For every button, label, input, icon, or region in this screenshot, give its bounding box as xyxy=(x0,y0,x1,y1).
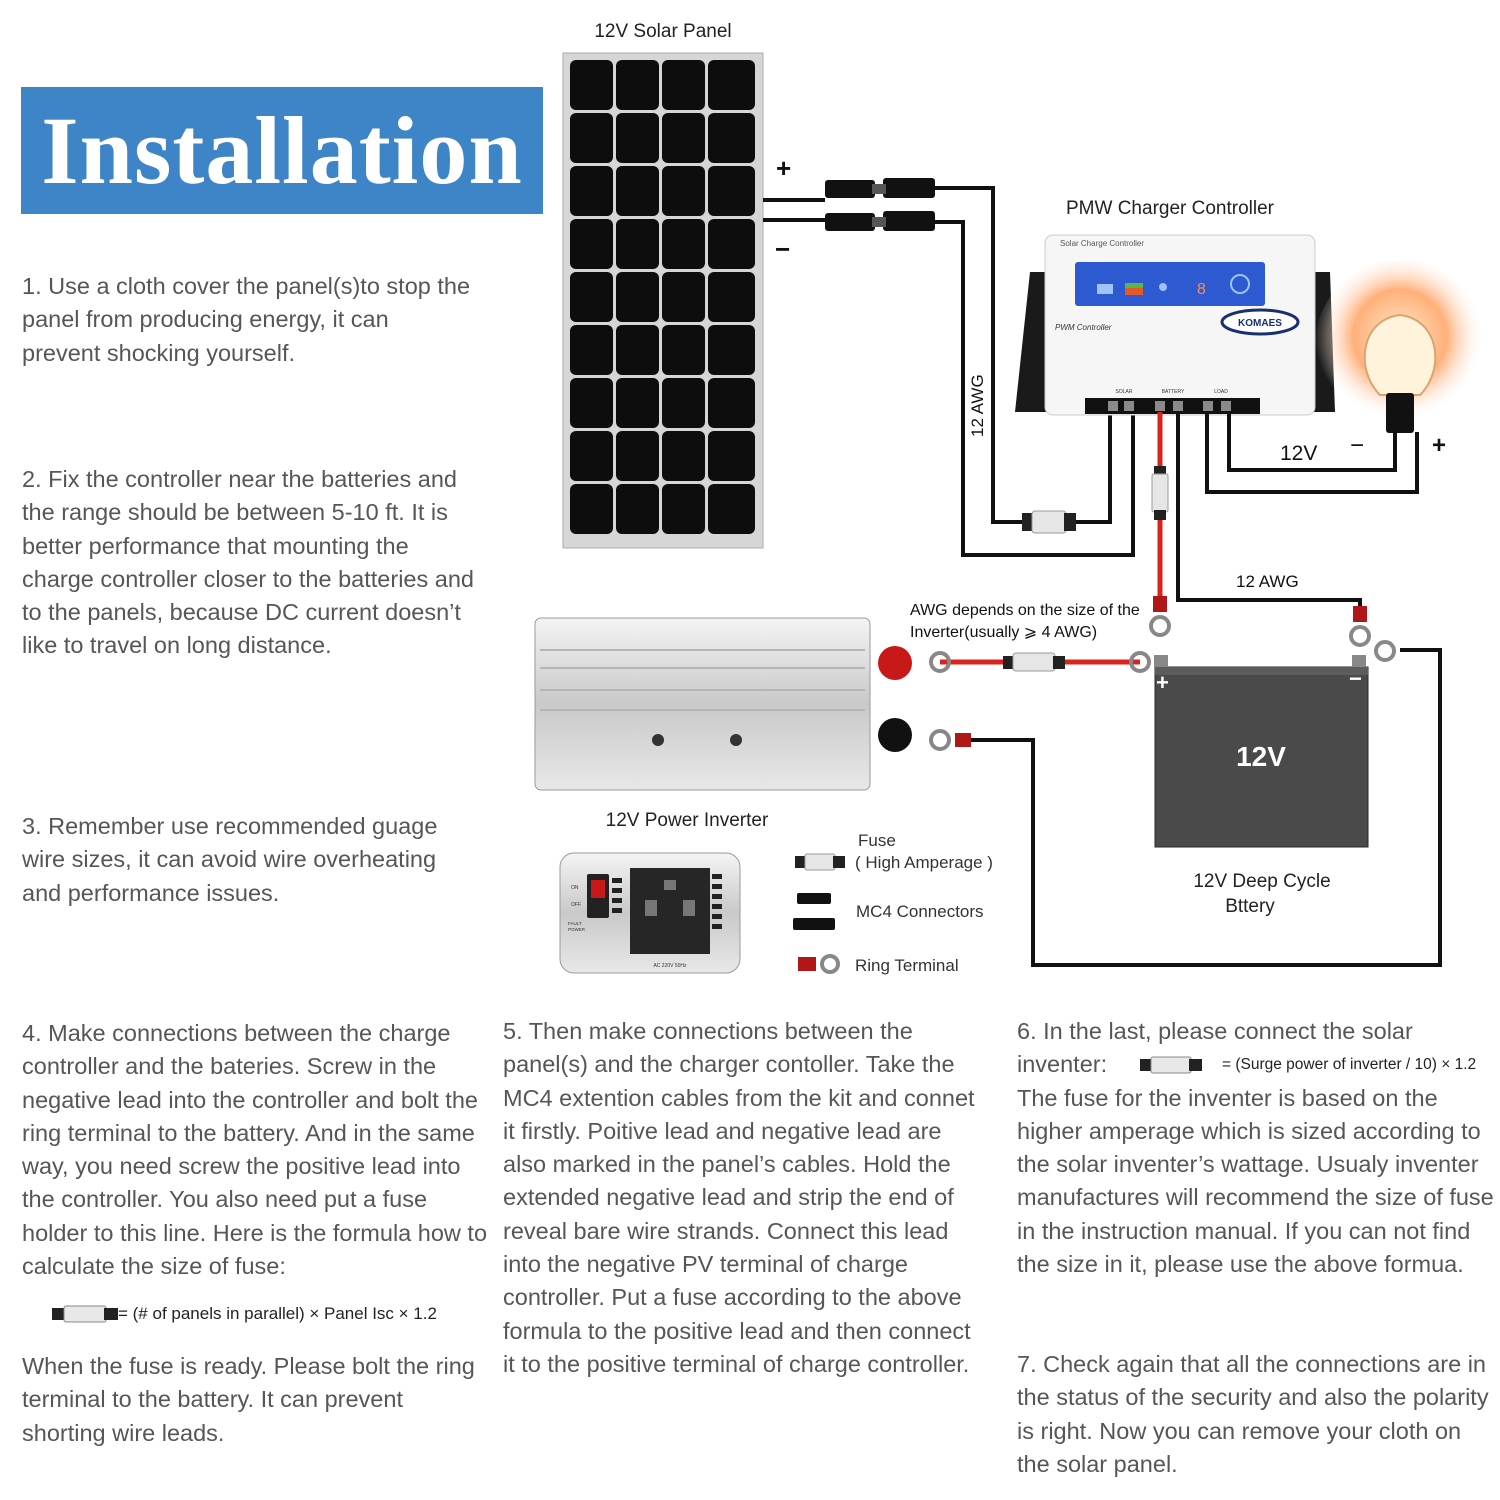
legend-fuse-label-1: Fuse xyxy=(858,831,896,850)
panel-fuse-formula-text: = (# of panels in parallel) × Panel Isc … xyxy=(118,1304,437,1323)
load-wires xyxy=(1205,412,1419,494)
battery-line-fuse xyxy=(1151,466,1169,520)
battery-minus-sign: − xyxy=(1349,666,1362,691)
inverter-fuse-formula: = (Surge power of inverter / 10) × 1.2 xyxy=(1140,1055,1476,1075)
inverter-awg-note-line1: AWG depends on the size of the xyxy=(910,602,1140,619)
fuse-icon xyxy=(52,1305,118,1323)
front-off-label: OFF xyxy=(571,902,581,908)
controller-label: PMW Charger Controller xyxy=(1066,198,1275,219)
inverter-front-panel: ON OFF FAULT POWER AC 220V 50Hz xyxy=(559,852,741,974)
legend-fuse-label-2: ( High Amperage ) xyxy=(855,853,993,872)
panel-fuse-formula: = (# of panels in parallel) × Panel Isc … xyxy=(52,1303,437,1325)
light-bulb-icon xyxy=(1363,313,1437,433)
load-minus-sign: − xyxy=(1350,432,1364,459)
battery-label-line2: Bttery xyxy=(1225,896,1275,917)
panel-line-fuse xyxy=(1022,510,1076,534)
front-ac-label: AC 220V 50Hz xyxy=(653,963,687,969)
load-voltage-label: 12V xyxy=(1280,442,1317,465)
step-1-text: 1. Use a cloth cover the panel(s)to stop… xyxy=(22,273,471,366)
power-button-icon xyxy=(1230,274,1250,294)
battery-plus-sign: + xyxy=(1156,670,1169,695)
step-4-text: 4. Make connections between the charge c… xyxy=(22,1020,488,1280)
ring-terminal-inverter-neg xyxy=(929,729,951,751)
load-plus-sign: + xyxy=(1432,432,1446,459)
charge-controller: Solar Charge Controller 8 PWM Controller… xyxy=(1015,234,1335,416)
controller-model-text: PWM Controller xyxy=(1055,323,1112,332)
wire-awg-battery-label: 12 AWG xyxy=(1236,572,1299,591)
mc4-connector-pair-positive xyxy=(825,178,935,198)
step-6-rest: The fuse for the inventer is based on th… xyxy=(1017,1084,1494,1278)
inverter-label: 12V Power Inverter xyxy=(606,810,769,831)
battery-label-line1: 12V Deep Cycle xyxy=(1193,871,1330,892)
legend-fuse-icon xyxy=(795,853,845,871)
inverter-line-fuse xyxy=(1003,652,1065,672)
legend-ring-terminal-icon xyxy=(798,954,840,974)
battery-voltage-label: 12V xyxy=(1236,741,1286,772)
step-3-text: 3. Remember use recommended guage wire s… xyxy=(22,813,438,906)
step-6-intro-text: 6. In the last, please connect the solar… xyxy=(1017,1018,1413,1078)
controller-brand-text: KOMAES xyxy=(1238,318,1282,329)
inverter-negative-wire xyxy=(971,648,1442,967)
inverter-fuse-formula-text: = (Surge power of inverter / 10) × 1.2 xyxy=(1222,1056,1477,1073)
legend-mc4-icon xyxy=(793,893,835,930)
legend: Fuse ( High Amperage ) MC4 Connectors Ri… xyxy=(793,831,993,975)
solar-cells xyxy=(570,60,755,534)
solar-panel xyxy=(562,52,764,549)
mc4-connector-pair-negative xyxy=(825,211,935,231)
brand-logo xyxy=(1220,308,1300,336)
step-4-after-text: When the fuse is ready. Please bolt the … xyxy=(22,1353,475,1446)
bulb-icon xyxy=(1159,283,1167,291)
step-6-intro: 6. In the last, please connect the solar… xyxy=(1017,1015,1497,1082)
wire-awg-vertical-label: 12 AWG xyxy=(968,374,987,437)
legend-mc4-label: MC4 Connectors xyxy=(856,902,984,921)
step-6-text: 6. In the last, please connect the solar… xyxy=(1017,1015,1497,1281)
ring-terminal-battery-neg xyxy=(1374,640,1396,662)
inverter-positive-post xyxy=(878,646,912,680)
panel-wires xyxy=(763,186,1135,557)
fuse-icon xyxy=(1140,1056,1202,1074)
inverter-awg-note-line2: Inverter(usually ⩾ 4 AWG) xyxy=(910,624,1097,641)
front-on-label: ON xyxy=(571,885,579,891)
inverter-negative-post xyxy=(878,718,912,752)
power-inverter xyxy=(534,617,912,791)
panel-minus-sign: − xyxy=(775,234,790,264)
panel-plus-sign: + xyxy=(776,153,791,183)
battery xyxy=(1154,655,1369,848)
ring-terminal-controller-negative xyxy=(1349,606,1371,647)
step-5-text: 5. Then make connections between the pan… xyxy=(503,1018,975,1377)
terminal-solar-label: SOLAR xyxy=(1116,389,1133,395)
terminal-load-label: LOAD xyxy=(1214,389,1228,395)
wiring-diagram: 12V Solar Panel + − 12 AWG PMW Charger C… xyxy=(534,21,1485,975)
ring-terminal-inverter-pos-b xyxy=(1129,651,1151,673)
front-fault-label: FAULT xyxy=(568,921,582,926)
controller-digit-display: 8 xyxy=(1197,281,1206,298)
ring-terminal-controller-positive xyxy=(1149,596,1171,637)
front-power-label: POWER xyxy=(568,927,586,932)
controller-header-text: Solar Charge Controller xyxy=(1060,239,1144,248)
step-2-text: 2. Fix the controller near the batteries… xyxy=(22,466,474,659)
ring-terminal-inverter-pos-a xyxy=(929,651,951,673)
page-title: Installation xyxy=(21,87,543,214)
step-7-text: 7. Check again that all the connections … xyxy=(1017,1351,1489,1477)
panel-icon xyxy=(1097,284,1113,294)
terminal-battery-label: BATTERY xyxy=(1162,389,1185,395)
solar-panel-label: 12V Solar Panel xyxy=(594,21,731,42)
legend-ring-label: Ring Terminal xyxy=(855,956,959,975)
